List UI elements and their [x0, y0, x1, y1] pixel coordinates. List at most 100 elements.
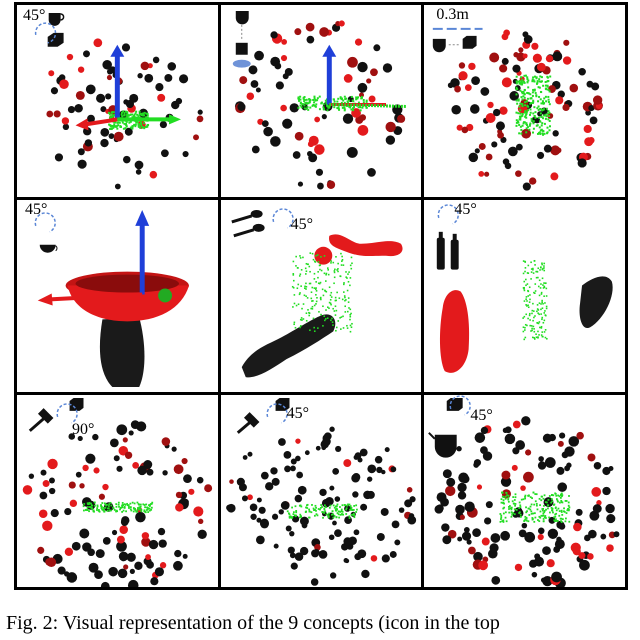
green-point	[327, 269, 329, 271]
green-point	[348, 503, 351, 506]
red-point	[531, 42, 539, 50]
green-point	[541, 299, 544, 302]
green-point	[533, 127, 536, 130]
green-point	[560, 499, 563, 502]
green-point	[555, 512, 558, 515]
green-point	[543, 287, 545, 289]
black-point	[521, 416, 531, 426]
green-point	[102, 509, 105, 511]
green-point	[326, 513, 329, 516]
black-point	[261, 120, 269, 127]
green-point	[89, 506, 92, 509]
green-point	[143, 127, 146, 130]
green-point	[303, 99, 306, 101]
green-point	[500, 514, 503, 517]
panel-9-plot	[428, 395, 620, 587]
green-point	[140, 508, 143, 511]
green-point	[541, 508, 544, 510]
green-point	[341, 258, 343, 261]
black-point	[54, 153, 64, 162]
black-point	[391, 104, 403, 115]
black-point	[162, 470, 168, 476]
green-point	[125, 116, 128, 119]
green-point	[344, 513, 347, 515]
red-point	[520, 485, 527, 491]
green-point	[543, 312, 546, 314]
green-point	[514, 513, 517, 516]
red-point	[547, 113, 554, 119]
panel-cup-box-45: 45°	[17, 5, 218, 197]
green-point	[531, 512, 533, 515]
red-point	[529, 177, 537, 185]
green-point	[542, 277, 544, 280]
black-point	[253, 50, 264, 61]
black-point	[331, 520, 337, 526]
green-point	[322, 294, 324, 297]
green-point	[527, 317, 530, 320]
green-point	[341, 504, 343, 507]
green-point	[540, 287, 542, 289]
green-point	[298, 504, 301, 507]
red-point	[161, 437, 171, 446]
green-point	[519, 506, 522, 508]
green-point	[146, 114, 149, 117]
green-point	[146, 508, 149, 511]
green-point	[146, 112, 149, 115]
red-point	[37, 546, 45, 554]
black-point	[456, 446, 463, 452]
green-point	[344, 305, 346, 308]
green-point	[117, 501, 120, 504]
red-point	[468, 546, 477, 555]
green-point	[532, 268, 535, 271]
red-point	[313, 544, 321, 551]
green-point	[552, 494, 555, 497]
green-point	[540, 327, 543, 329]
bottle-icon	[451, 233, 460, 270]
black-point	[100, 106, 107, 113]
green-point	[516, 119, 519, 122]
green-point	[568, 495, 571, 497]
green-point	[91, 508, 94, 511]
green-point	[347, 307, 350, 309]
red-point	[122, 437, 128, 443]
green-point	[500, 516, 503, 519]
green-point	[331, 513, 334, 516]
green-point	[534, 264, 537, 266]
green-point	[543, 267, 546, 269]
black-point	[128, 430, 134, 436]
green-point	[302, 100, 305, 103]
green-point	[542, 497, 545, 500]
black-point	[334, 445, 341, 453]
black-point	[283, 465, 291, 473]
green-point	[523, 280, 526, 283]
green-point	[502, 519, 505, 522]
green-point	[333, 271, 336, 274]
green-point	[101, 502, 104, 504]
green-point	[556, 499, 559, 502]
green-point	[529, 314, 531, 317]
green-point	[533, 337, 536, 339]
black-point	[256, 497, 262, 503]
green-point	[348, 515, 350, 518]
green-point	[352, 505, 355, 507]
green-point	[540, 514, 543, 517]
red-point	[546, 559, 556, 568]
hammer-icon	[28, 408, 54, 432]
black-point	[329, 485, 335, 491]
green-point	[540, 495, 543, 498]
green-point	[334, 314, 336, 316]
green-point	[316, 276, 319, 279]
angle-label: 90°	[72, 421, 95, 438]
green-point	[319, 297, 322, 300]
green-point	[542, 302, 545, 305]
green-point	[522, 498, 525, 501]
red-point	[61, 117, 70, 125]
point-cloud	[225, 426, 416, 586]
green-point	[357, 101, 360, 104]
green-point	[93, 501, 96, 504]
black-point	[75, 471, 82, 478]
green-point	[349, 505, 352, 508]
green-point	[330, 291, 332, 294]
green-point	[532, 336, 534, 339]
black-point	[502, 57, 510, 65]
